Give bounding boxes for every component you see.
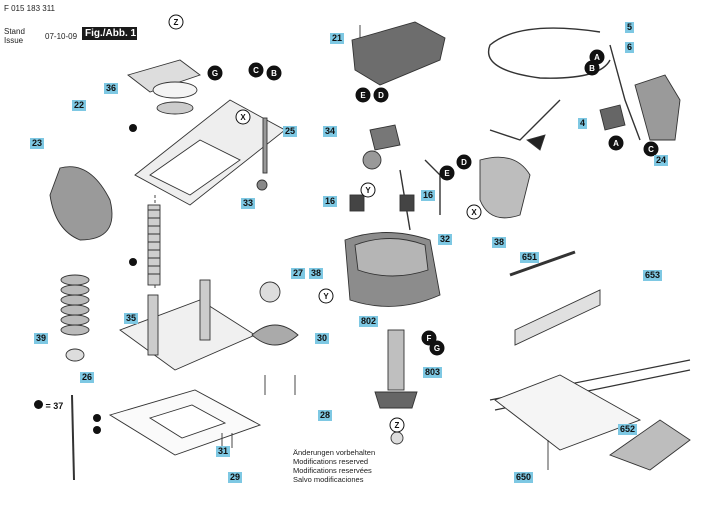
svg-text:Z: Z (395, 421, 400, 430)
connector-letter: F (421, 330, 437, 346)
svg-text:B: B (589, 64, 595, 73)
svg-text:B: B (271, 69, 277, 78)
connector-letter: G (207, 65, 223, 81)
connector-letter: C (248, 62, 264, 78)
connector-letter: X (235, 109, 251, 125)
connector-letter: D (373, 87, 389, 103)
bullet-legend-text: = 37 (45, 401, 64, 411)
svg-text:G: G (434, 344, 440, 353)
part-tag: 25 (283, 126, 298, 137)
part-tag: 650 (514, 472, 534, 483)
svg-text:Z: Z (174, 18, 179, 27)
part-tag: 5 (625, 22, 635, 33)
part-tag: 26 (80, 372, 95, 383)
part-tag: 653 (643, 270, 663, 281)
part-tag: 16 (323, 196, 338, 207)
connector-letter: G (429, 340, 445, 356)
svg-text:A: A (613, 139, 619, 148)
svg-text:F: F (427, 334, 432, 343)
connector-letter: D (456, 154, 472, 170)
svg-text:Y: Y (365, 186, 371, 195)
part-tag: 803 (423, 367, 443, 378)
svg-text:X: X (240, 113, 246, 122)
part-tag: 4 (578, 118, 588, 129)
note-line-de: Änderungen vorbehalten (293, 448, 376, 457)
part-tag: 6 (625, 42, 635, 53)
part-tag: 33 (241, 198, 256, 209)
part-tag: 651 (520, 252, 540, 263)
svg-text:C: C (253, 66, 259, 75)
connector-letter: Y (318, 288, 334, 304)
part-tag: 38 (492, 237, 507, 248)
part-tag: 16 (421, 190, 436, 201)
svg-text:E: E (444, 169, 450, 178)
connector-letter: A (608, 135, 624, 151)
bullet-icon (34, 400, 43, 409)
connector-letter: Z (389, 417, 405, 433)
part-tag: 32 (438, 234, 453, 245)
svg-text:G: G (212, 69, 218, 78)
bullet-marker (93, 426, 101, 434)
part-tag: 31 (216, 446, 231, 457)
svg-text:A: A (594, 53, 600, 62)
part-tag: 28 (318, 410, 333, 421)
issue-date: 07-10-09 (45, 32, 78, 41)
note-line-es: Salvo modificaciones (293, 475, 364, 484)
svg-text:E: E (360, 91, 366, 100)
figure-label: Fig./Abb. 1 (82, 27, 137, 40)
part-tag: 21 (330, 33, 345, 44)
connector-letter: B (584, 60, 600, 76)
part-tag: 36 (104, 83, 119, 94)
connector-letter: C (643, 141, 659, 157)
connector-letter: X (466, 204, 482, 220)
svg-text:C: C (648, 145, 654, 154)
part-tag: 39 (34, 333, 49, 344)
connector-letter: E (439, 165, 455, 181)
connector-letter: Z (168, 14, 184, 30)
part-tag: 38 (309, 268, 324, 279)
note-line-en: Modifications reserved (293, 457, 369, 466)
svg-text:D: D (461, 158, 467, 167)
part-tag: 30 (315, 333, 330, 344)
svg-text:Y: Y (323, 292, 329, 301)
part-tag: 35 (124, 313, 139, 324)
bullet-legend: = 37 (34, 400, 63, 411)
part-tag: 23 (30, 138, 45, 149)
issue-label: Issue (4, 36, 24, 45)
svg-text:X: X (471, 208, 477, 217)
bullet-marker (129, 258, 137, 266)
doc-number: F 015 183 311 (4, 4, 56, 13)
connector-letter: B (266, 65, 282, 81)
part-tag: 22 (72, 100, 87, 111)
part-tag: 34 (323, 126, 338, 137)
note-line-fr: Modifications reservées (293, 466, 372, 475)
bullet-marker (129, 124, 137, 132)
part-tag: 652 (618, 424, 638, 435)
bullet-marker (93, 414, 101, 422)
modifications-note: Änderungen vorbehalten Modifications res… (293, 448, 375, 484)
svg-text:D: D (378, 91, 384, 100)
connector-letter: E (355, 87, 371, 103)
stand-label: Stand (4, 27, 25, 36)
part-tag: 802 (359, 316, 379, 327)
part-tag: 29 (228, 472, 243, 483)
connector-letter: Y (360, 182, 376, 198)
part-tag: 24 (654, 155, 669, 166)
part-tag: 27 (291, 268, 306, 279)
